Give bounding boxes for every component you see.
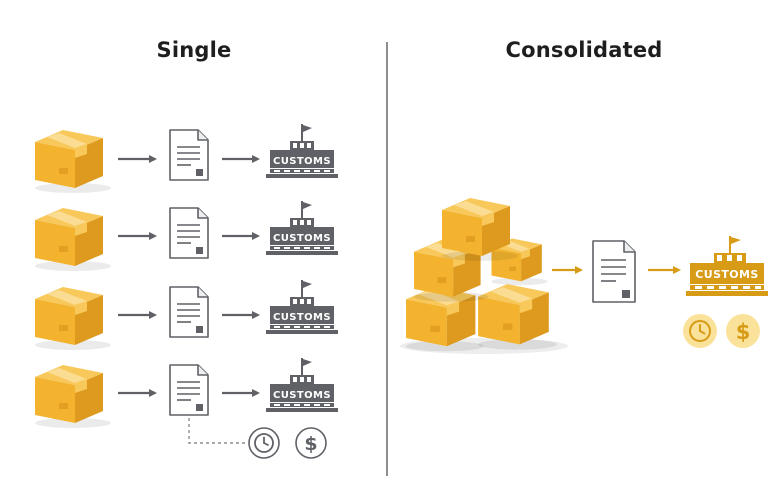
customs-building-icon: CUSTOMS [265,279,339,335]
svg-text:$: $ [736,320,751,344]
package-icon [35,208,111,271]
customs-label: CUSTOMS [273,312,331,323]
svg-text:$: $ [304,433,317,455]
package-icon [35,365,111,428]
customs-building-icon: CUSTOMS [265,123,339,179]
customs-label: CUSTOMS [695,268,758,281]
package-icon [35,130,111,193]
document-icon [592,240,636,303]
customs-label: CUSTOMS [273,233,331,244]
clock-icon [248,427,280,459]
customs-label: CUSTOMS [273,390,331,401]
document-icon [169,129,209,181]
section-divider [386,42,388,476]
consolidated-title: Consolidated [505,38,663,62]
document-icon [169,286,209,338]
single-title: Single [156,38,232,62]
document-icon [169,364,209,416]
customs-building-icon: CUSTOMS [686,236,768,296]
customs-building-icon: CUSTOMS [265,357,339,413]
dollar-icon: $ [726,314,760,348]
dashed-connector [188,418,248,444]
dollar-icon: $ [295,427,327,459]
customs-label: CUSTOMS [273,156,331,167]
package-icon [35,287,111,350]
clock-icon [683,314,717,348]
package-stack-icon [400,198,568,354]
customs-building-icon: CUSTOMS [265,200,339,256]
document-icon [169,207,209,259]
